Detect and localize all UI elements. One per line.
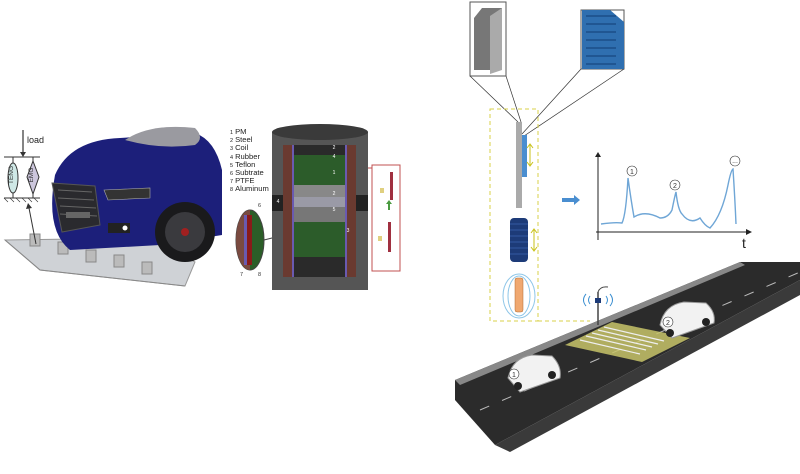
- load-label: load: [27, 135, 44, 145]
- road: [455, 262, 800, 452]
- legend-num: 6: [230, 170, 234, 177]
- section-marker: 2: [333, 191, 336, 197]
- peak-label-more: ...: [732, 158, 738, 165]
- section-marker: 3: [347, 228, 350, 234]
- layer-zoom-ellipse: [235, 209, 281, 271]
- legend-label: PM: [235, 127, 247, 136]
- peak-label-2: 2: [673, 183, 677, 190]
- device-stack: [489, 108, 590, 322]
- legend-num: 2: [230, 138, 234, 145]
- car-illustration: [51, 126, 223, 262]
- teng-zoom-gray: [469, 1, 522, 123]
- street-lamp-sensor: [583, 286, 613, 325]
- legend-num: 4: [230, 154, 234, 161]
- car-1: [507, 354, 561, 393]
- legend-label: Coil: [235, 143, 249, 153]
- device-cross-section: [272, 124, 368, 290]
- circuit-inset: [368, 164, 401, 272]
- legend-label: Subtrate: [235, 167, 264, 177]
- arrow-right-icon: [562, 195, 580, 205]
- legend-num: 7: [230, 179, 234, 186]
- section-marker: 1: [333, 170, 336, 176]
- legend-label: Aluminum: [235, 184, 269, 194]
- emg-label: EMG: [28, 168, 35, 183]
- section-marker: 5: [333, 207, 336, 213]
- car-label-2: 2: [666, 320, 670, 327]
- legend-num: 8: [230, 187, 234, 194]
- legend-label: PTFE: [235, 176, 255, 186]
- signal-chart: [595, 152, 752, 240]
- legend-label: Teflon: [235, 159, 256, 169]
- load-schematic: [3, 130, 40, 245]
- legend-label: Rubber: [235, 151, 260, 161]
- section-marker: 2: [333, 145, 336, 151]
- car-label-1: 1: [512, 372, 516, 379]
- speed-bump: [3, 233, 196, 287]
- legend-num: 3: [230, 146, 234, 153]
- peak-label-1: 1: [630, 169, 634, 176]
- signal-curve: [600, 167, 737, 229]
- time-axis-label: t: [742, 235, 746, 251]
- legend-num: 1: [230, 130, 234, 136]
- legend-num: 5: [230, 162, 234, 169]
- teng-zoom-blue: [521, 9, 625, 137]
- marker-8: 8: [258, 272, 261, 278]
- marker-6: 6: [258, 203, 261, 209]
- section-marker: 4: [333, 154, 336, 160]
- teng-label: TENG: [8, 166, 15, 184]
- legend-label: Steel: [235, 135, 253, 145]
- car-2: [659, 301, 715, 339]
- section-marker: 4: [277, 199, 280, 205]
- marker-7: 7: [240, 272, 243, 278]
